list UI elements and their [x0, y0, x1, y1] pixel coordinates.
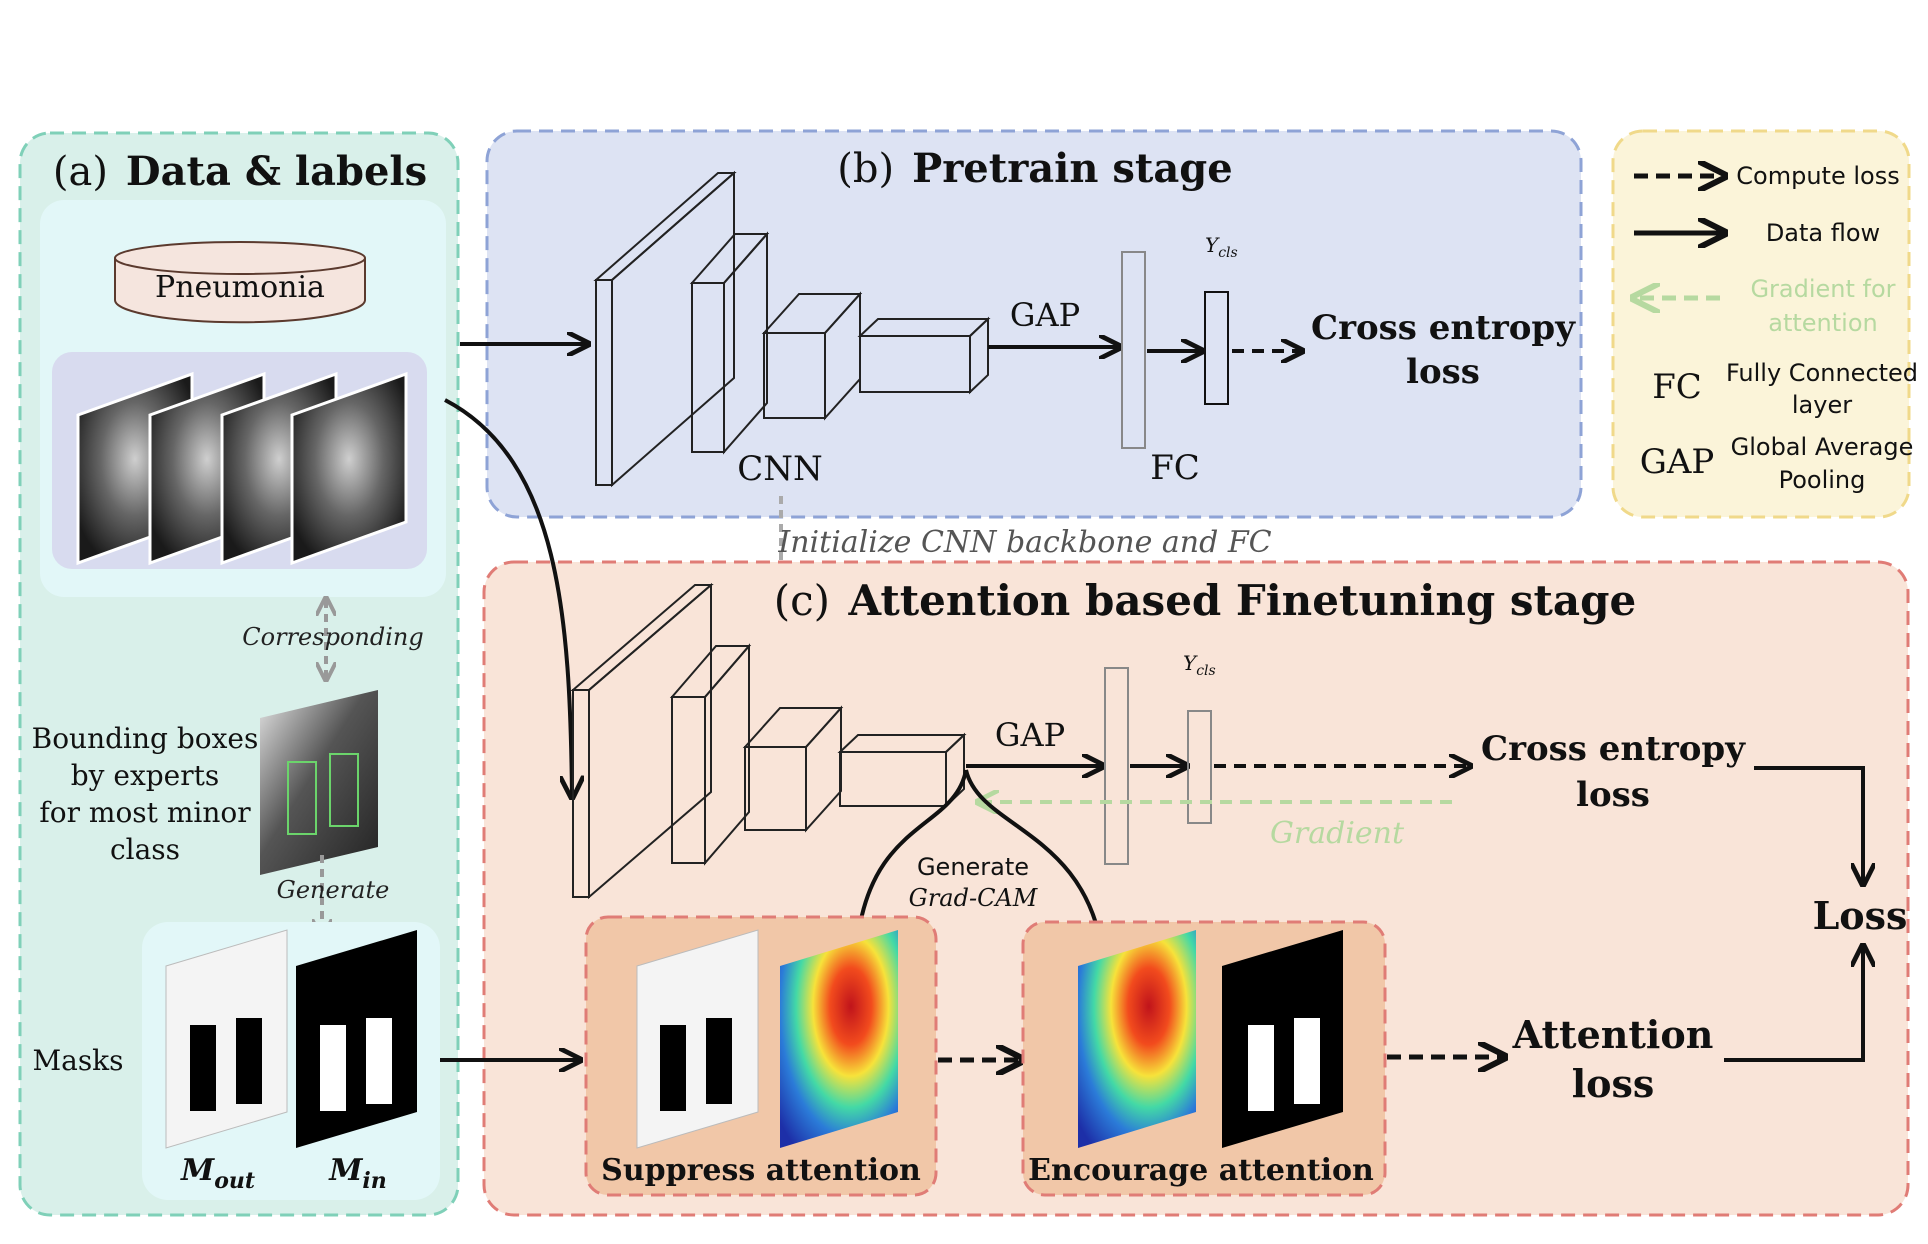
pretrain-fc-label: FC: [1150, 448, 1200, 488]
mask-out-label: Mout: [180, 1153, 255, 1194]
gradcam-method-label: Grad-CAM: [909, 884, 1039, 912]
bbox-description: Bounding boxes by experts for most minor…: [32, 722, 259, 866]
legend-gap-line1: Global Average: [1731, 433, 1914, 461]
legend-gradient-line1: Gradient for: [1750, 275, 1895, 303]
finetune-ce-loss-line2: loss: [1576, 775, 1650, 815]
legend-compute-loss: Compute loss: [1736, 162, 1899, 190]
pretrain-ce-loss-line2: loss: [1406, 352, 1480, 392]
pretrain-cnn-label: CNN: [737, 449, 823, 489]
panel-b-title: (b) Pretrain stage: [837, 145, 1232, 192]
encourage-mask-in: [1222, 930, 1343, 1148]
corresponding-label: Corresponding: [242, 623, 423, 651]
panel-c-title: (c) Attention based Finetuning stage: [774, 576, 1637, 625]
legend-fc-abbr: FC: [1652, 367, 1702, 407]
svg-text:Bounding boxes: Bounding boxes: [32, 722, 259, 755]
bbox-xray-image: [260, 690, 378, 875]
legend-gap-line2: Pooling: [1779, 466, 1866, 494]
database-icon: [114, 241, 366, 324]
mask-in: [296, 930, 417, 1148]
suppress-attention-label: Suppress attention: [601, 1153, 921, 1188]
encourage-heatmap: [1078, 930, 1196, 1148]
legend-fc-line1: Fully Connected: [1726, 359, 1918, 387]
attention-loss-line2: loss: [1572, 1061, 1655, 1106]
attention-to-loss-arrow: [1724, 948, 1863, 1062]
attention-loss-line1: Attention: [1512, 1012, 1714, 1057]
svg-text:for most minor: for most minor: [39, 796, 251, 829]
pretrain-ce-loss-line1: Cross entropy: [1311, 308, 1576, 348]
suppress-heatmap: [780, 930, 898, 1148]
gradcam-generate-label: Generate: [917, 853, 1029, 881]
finetune-cnn-blocks: [570, 582, 967, 900]
pretrain-y-output: [1204, 291, 1229, 405]
gradient-label: Gradient: [1270, 816, 1405, 851]
xray-image-stack: [76, 371, 408, 566]
encourage-attention-label: Encourage attention: [1028, 1153, 1374, 1188]
pretrain-cnn-blocks: [593, 170, 991, 488]
suppress-mask-out: [636, 929, 759, 1149]
pretrain-fc-layer: [1121, 251, 1146, 449]
mask-out: [165, 929, 288, 1149]
mask-in-label: Min: [328, 1153, 387, 1194]
legend-gradient-line2: attention: [1768, 309, 1877, 337]
total-loss-label: Loss: [1813, 893, 1908, 938]
svg-text:class: class: [110, 833, 180, 866]
ce-to-loss-arrow: [1754, 766, 1863, 882]
legend-gap-abbr: GAP: [1640, 442, 1715, 482]
legend-data-flow: Data flow: [1766, 219, 1880, 247]
generate-label: Generate: [277, 876, 390, 904]
pretrain-y-label: Ycls: [1205, 233, 1238, 261]
svg-text:by experts: by experts: [71, 759, 220, 792]
panel-a-title: (a) Data & labels: [53, 148, 427, 195]
initialize-label: Initialize CNN backbone and FC: [777, 525, 1271, 560]
pretrain-gap-label: GAP: [1010, 296, 1080, 334]
gradcam-arrow-suppress: [857, 769, 968, 945]
gradcam-arrow-encourage: [964, 769, 1104, 963]
panel-pretrain: [485, 129, 1583, 519]
finetune-fc-layer: [1104, 667, 1129, 865]
database-label: Pneumonia: [155, 270, 325, 305]
legend-fc-line2: layer: [1792, 391, 1852, 419]
legend-box: [1611, 129, 1911, 519]
finetune-y-label: Ycls: [1183, 651, 1216, 679]
finetune-gap-label: GAP: [995, 716, 1065, 754]
finetune-ce-loss-line1: Cross entropy: [1481, 729, 1746, 769]
data-to-finetune-arrow: [444, 398, 572, 795]
finetune-y-output: [1187, 710, 1212, 824]
masks-label: Masks: [32, 1044, 123, 1077]
